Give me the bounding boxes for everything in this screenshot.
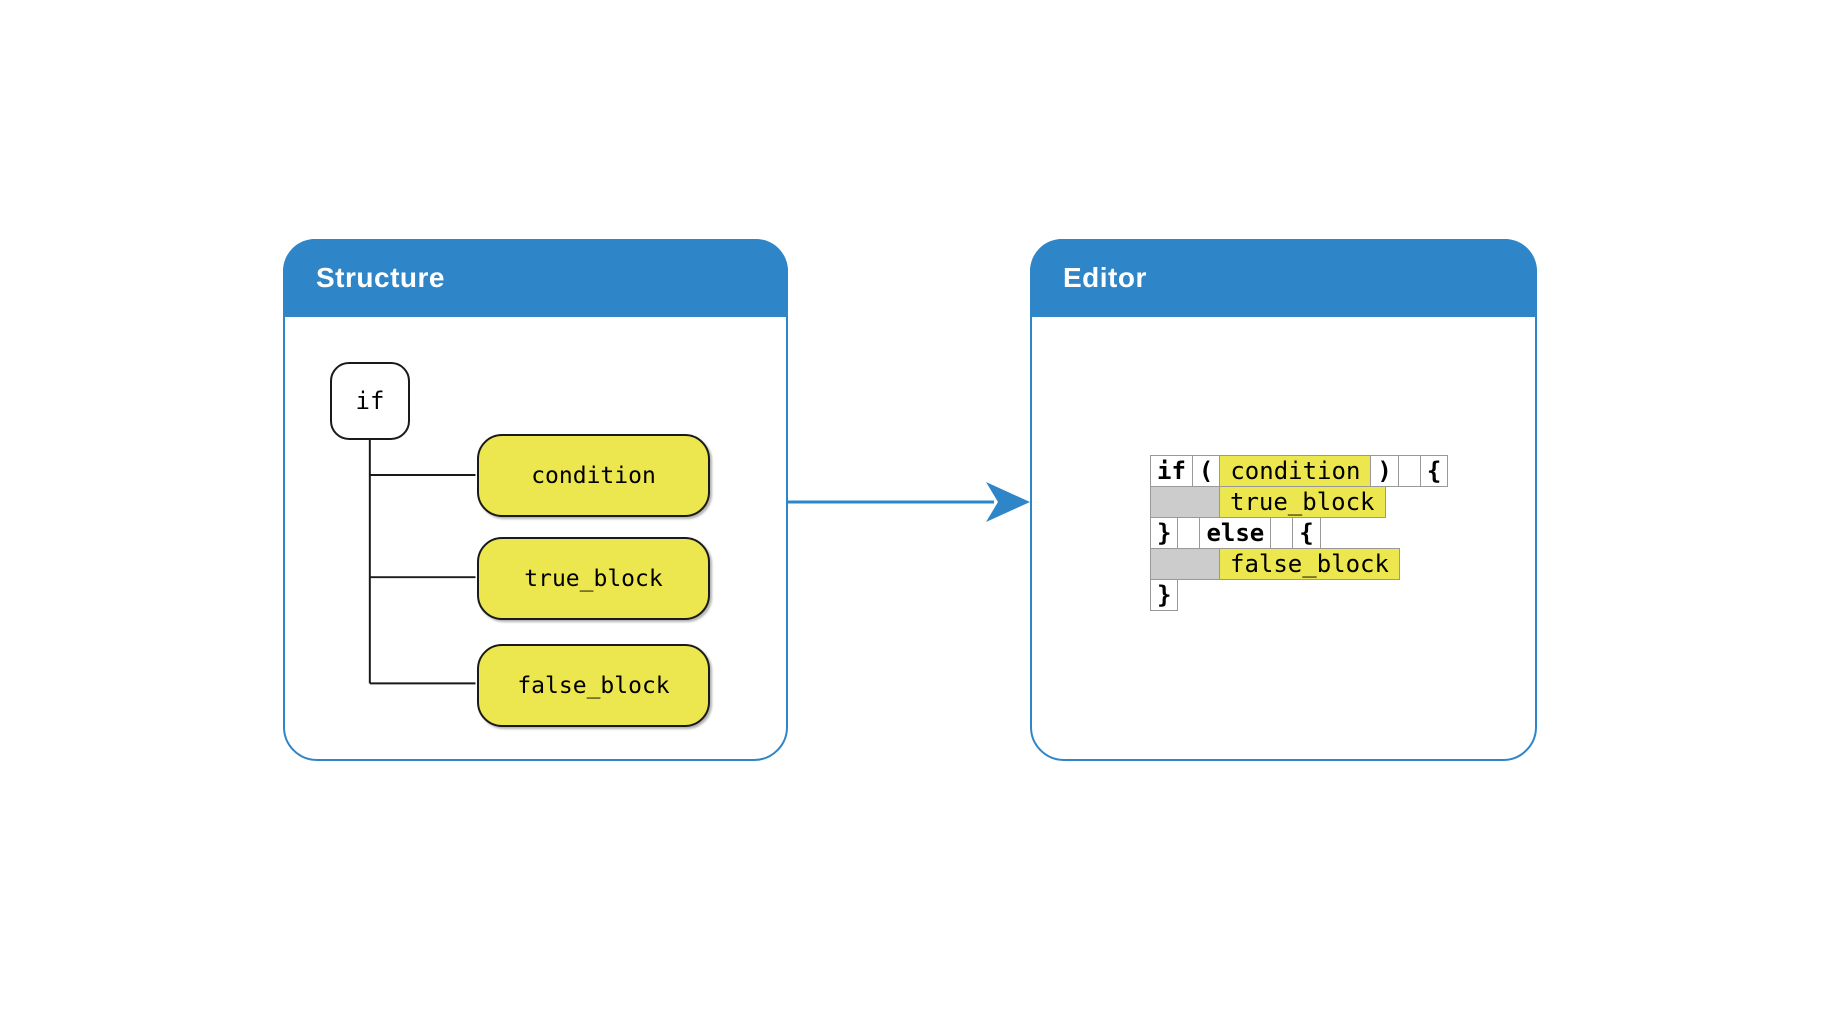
editor-panel-body: if(condition){true_block}else{false_bloc… (1032, 317, 1535, 759)
editor-code-row: } else { (1150, 517, 1448, 549)
tree-child-node-condition[interactable]: condition (477, 434, 710, 517)
flow-arrow (787, 482, 1030, 522)
tree-child-node-true_block[interactable]: true_block (477, 537, 710, 620)
tree-child-label: true_block (524, 565, 663, 592)
editor-indent-cell (1150, 548, 1220, 580)
tree-root-label: if (355, 387, 385, 415)
tree-root-node-if[interactable]: if (330, 362, 410, 440)
editor-keyword-cell[interactable]: } (1150, 579, 1179, 611)
tree-child-label: condition (531, 462, 656, 489)
editor-keyword-cell[interactable]: if (1150, 455, 1193, 487)
editor-keyword-cell[interactable]: ) (1370, 455, 1399, 487)
editor-slot-cell[interactable]: true_block (1219, 486, 1386, 518)
editor-spacer-cell (1177, 517, 1201, 549)
editor-panel-header: Editor (1030, 239, 1537, 317)
editor-keyword-cell[interactable]: { (1419, 455, 1449, 487)
editor-spacer-cell (1397, 455, 1421, 487)
editor-indent-cell (1150, 486, 1220, 518)
editor-keyword-cell[interactable]: else (1199, 517, 1272, 549)
editor-spacer-cell (1270, 517, 1294, 549)
editor-panel-title: Editor (1063, 262, 1147, 293)
editor-code-block: if(condition){true_block}else{false_bloc… (1150, 455, 1449, 611)
editor-panel: Editor if(condition){true_block}else{fal… (1030, 239, 1537, 761)
editor-code-row: true_block (1150, 486, 1448, 518)
editor-slot-cell[interactable]: condition (1219, 455, 1372, 487)
structure-panel: Structure if condition true_block false_bl… (283, 239, 788, 761)
editor-keyword-cell[interactable]: { (1292, 517, 1321, 549)
arrow-head (986, 482, 1030, 522)
structure-panel-title: Structure (316, 262, 445, 293)
editor-code-row: if(condition) { (1150, 455, 1449, 487)
structure-panel-header: Structure (283, 239, 788, 317)
structure-tree: if condition true_block false_block (285, 317, 786, 759)
tree-child-node-false_block[interactable]: false_block (477, 644, 710, 727)
editor-code-row: false_block (1150, 548, 1448, 580)
tree-child-label: false_block (517, 672, 670, 699)
editor-keyword-cell[interactable]: ( (1191, 455, 1221, 487)
editor-slot-cell[interactable]: false_block (1219, 548, 1400, 580)
editor-code-row: } (1150, 579, 1448, 611)
editor-keyword-cell[interactable]: } (1150, 517, 1179, 549)
